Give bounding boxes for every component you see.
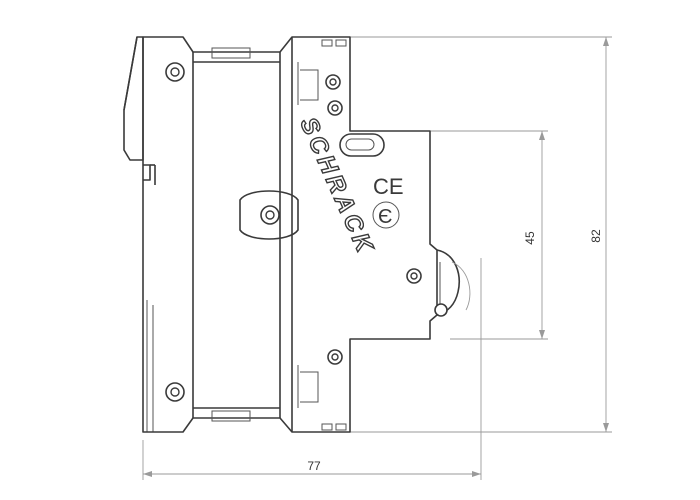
dimension-label-82: 82 <box>589 229 603 243</box>
release-slot <box>339 133 385 157</box>
brand-text: SCHRACK <box>295 113 380 259</box>
dimension-label-45: 45 <box>523 231 537 245</box>
vde-mark: Є <box>378 206 392 228</box>
din-clip-notch <box>143 164 151 181</box>
ce-mark: CE <box>373 174 404 199</box>
dimension-lines <box>142 36 612 480</box>
toggle-lever <box>434 249 471 317</box>
vde-mark-circle <box>372 201 400 229</box>
housing-outline <box>142 36 438 433</box>
dimension-label-77: 77 <box>307 459 321 473</box>
screw-holes <box>165 62 422 402</box>
inner-window <box>192 52 281 418</box>
breaker-body <box>123 36 438 433</box>
waist-clip <box>239 190 299 240</box>
